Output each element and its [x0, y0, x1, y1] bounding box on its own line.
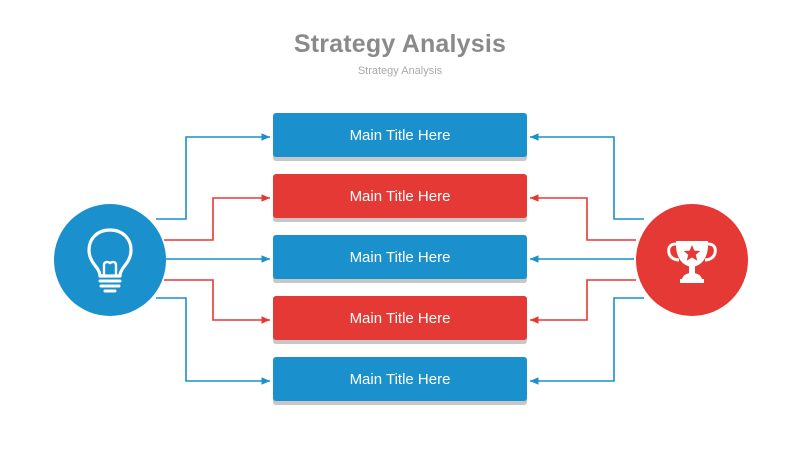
title-box-2[interactable]: Main Title Here: [273, 174, 527, 218]
title-box-label: Main Title Here: [349, 370, 451, 388]
title-box-5[interactable]: Main Title Here: [273, 357, 527, 401]
connector-right-1: [530, 133, 644, 220]
title-box-label: Main Title Here: [349, 248, 451, 266]
title-box-3[interactable]: Main Title Here: [273, 235, 527, 279]
idea-circle: [54, 204, 166, 316]
title-box-label: Main Title Here: [349, 187, 451, 205]
title-box-4[interactable]: Main Title Here: [273, 296, 527, 340]
connector-right-4: [530, 279, 636, 324]
connector-left-2: [164, 194, 270, 241]
lightbulb-icon: [87, 228, 133, 293]
connector-right-2: [530, 194, 636, 241]
connector-left-5: [156, 297, 270, 385]
page-subtitle: Strategy Analysis: [357, 65, 443, 77]
page-title: Strategy Analysis: [293, 30, 507, 58]
connector-left-1: [156, 133, 270, 220]
connector-right-5: [530, 297, 644, 385]
connector-left-4: [164, 279, 270, 324]
title-box-1[interactable]: Main Title Here: [273, 113, 527, 157]
trophy-icon: [667, 241, 717, 283]
title-box-label: Main Title Here: [349, 309, 451, 327]
goal-circle: [636, 204, 748, 316]
title-box-label: Main Title Here: [349, 126, 451, 144]
